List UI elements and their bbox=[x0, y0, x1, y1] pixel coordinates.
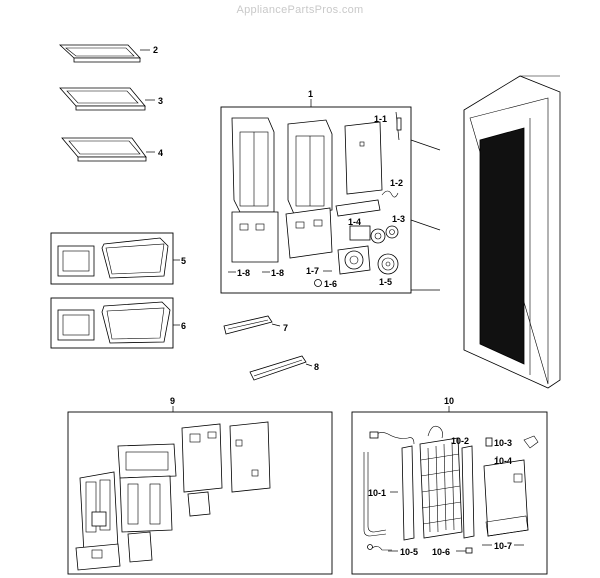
callout-10-5: 10-5 bbox=[400, 547, 418, 557]
callout-10-4: 10-4 bbox=[494, 456, 512, 466]
callout-1-5: 1-5 bbox=[379, 277, 392, 287]
callout-1-7: 1-7 bbox=[306, 266, 319, 276]
callout-1-2: 1-2 bbox=[390, 178, 403, 188]
rail-8[interactable]: 8 bbox=[249, 355, 319, 381]
callout-10-3: 10-3 bbox=[494, 438, 512, 448]
callout-6: 6 bbox=[181, 321, 186, 331]
shelf-4[interactable]: 4 bbox=[61, 137, 163, 162]
assembly-10[interactable]: 10 10-1 10-2 bbox=[351, 396, 548, 575]
callout-10: 10 bbox=[444, 396, 454, 406]
callout-10-6: 10-6 bbox=[432, 547, 450, 557]
evaporator-cover-left[interactable] bbox=[231, 117, 279, 263]
fan-1-7[interactable] bbox=[337, 245, 371, 275]
callout-1-8a: 1-8 bbox=[237, 268, 250, 278]
cover-10-4[interactable] bbox=[483, 459, 529, 537]
callout-4: 4 bbox=[158, 148, 163, 158]
assembly-9[interactable]: 9 bbox=[67, 396, 333, 575]
watermark: AppliancePartsPros.com bbox=[236, 4, 364, 16]
callout-5: 5 bbox=[181, 256, 186, 266]
callout-10-2: 10-2 bbox=[451, 436, 469, 446]
shelf-2[interactable]: 2 bbox=[58, 44, 158, 63]
assembly-1[interactable]: 1 1-1 1-2 bbox=[220, 89, 412, 294]
evaporator-cover-right[interactable] bbox=[285, 119, 333, 259]
evaporator-10-2[interactable] bbox=[401, 425, 475, 541]
callout-9: 9 bbox=[170, 396, 175, 406]
shelf-3[interactable]: 3 bbox=[59, 87, 163, 111]
panel-1-1[interactable] bbox=[344, 121, 383, 195]
grommet-1-6[interactable] bbox=[314, 279, 322, 287]
callout-8: 8 bbox=[314, 362, 319, 372]
callout-1-8b: 1-8 bbox=[271, 268, 284, 278]
callout-1-1: 1-1 bbox=[374, 114, 387, 124]
fan-motor-1-4[interactable] bbox=[349, 225, 386, 244]
crisper-5[interactable]: 5 bbox=[50, 232, 186, 285]
rail-7[interactable]: 7 bbox=[223, 315, 288, 335]
fan-motor-1-3[interactable] bbox=[385, 225, 399, 239]
callout-10-7: 10-7 bbox=[494, 541, 512, 551]
callout-7: 7 bbox=[283, 323, 288, 333]
refrigerator-cabinet bbox=[410, 75, 561, 389]
fan-blade-1-5[interactable] bbox=[377, 253, 399, 275]
callout-10-1: 10-1 bbox=[368, 488, 386, 498]
callout-1: 1 bbox=[308, 89, 313, 99]
callout-1-6: 1-6 bbox=[324, 279, 337, 289]
callout-3: 3 bbox=[158, 96, 163, 106]
callout-2: 2 bbox=[153, 45, 158, 55]
crisper-6[interactable]: 6 bbox=[50, 297, 186, 349]
heater-10-1[interactable] bbox=[363, 452, 387, 537]
callout-1-4: 1-4 bbox=[348, 217, 361, 227]
callout-1-3: 1-3 bbox=[392, 214, 405, 224]
